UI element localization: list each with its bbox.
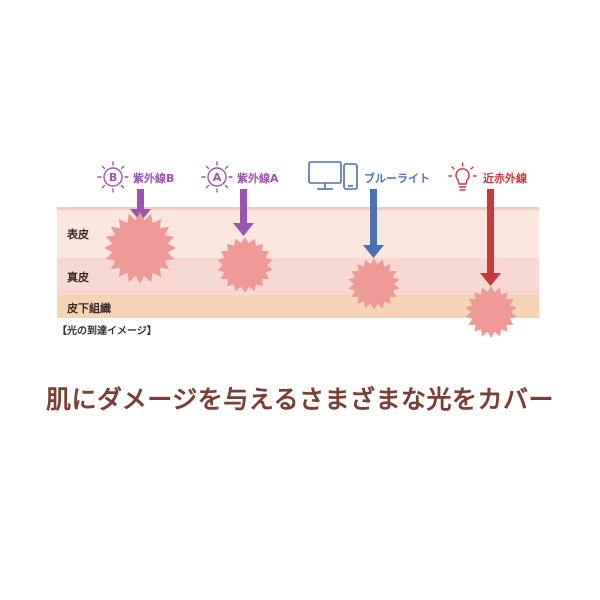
diagram-caption: 【光の到達イメージ】 xyxy=(57,326,157,337)
monitor-phone-icon xyxy=(308,161,358,190)
sun-b-badge: B xyxy=(109,171,117,184)
layer-label-dermis: 真皮 xyxy=(67,271,89,284)
sun-b-icon: B xyxy=(97,161,129,193)
burst-uvb xyxy=(104,212,176,284)
sun-a-badge: A xyxy=(213,171,222,184)
arrow-near-infrared xyxy=(480,189,501,286)
source-label-uva: 紫外線A xyxy=(237,172,279,185)
layer-label-subcutaneous: 皮下組織 xyxy=(67,302,111,315)
source-label-blue-light: ブルーライト xyxy=(364,172,430,185)
source-label-uvb: 紫外線B xyxy=(133,172,175,185)
burst-near-infrared xyxy=(465,286,517,338)
arrow-blue-light xyxy=(363,189,384,258)
arrow-uva xyxy=(233,189,254,236)
light-bulb-icon xyxy=(448,162,477,191)
burst-uva xyxy=(217,237,273,293)
headline: 肌にダメージを与えるさまざまな光をカバー xyxy=(45,385,554,414)
layer-subcutaneous xyxy=(57,295,539,318)
burst-blue-light xyxy=(348,258,400,310)
source-label-near-infrared: 近赤外線 xyxy=(483,172,527,185)
sun-a-icon: A xyxy=(201,161,233,193)
layer-label-epidermis: 表皮 xyxy=(67,228,89,241)
